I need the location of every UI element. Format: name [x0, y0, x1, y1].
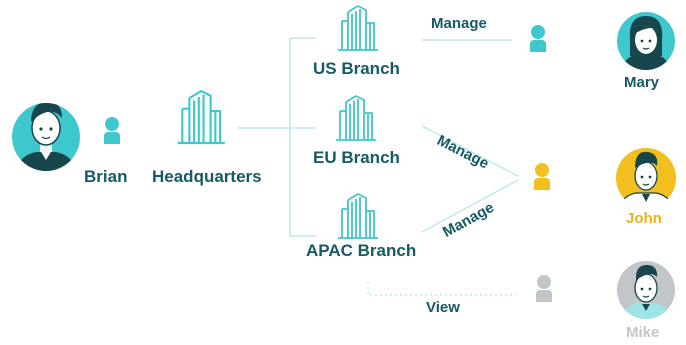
brian-label: Brian: [84, 167, 128, 186]
view-dotted-line: [367, 282, 516, 296]
eu-branch-building-icon: [335, 95, 377, 141]
eu-manage-line: [421, 125, 519, 177]
connector-lines: [238, 37, 519, 296]
headquarters-label: Headquarters: [152, 167, 262, 186]
mary-avatar: [617, 12, 675, 70]
john-avatar: [616, 148, 676, 208]
john-person-icon: [534, 163, 550, 190]
mike-avatar: [617, 261, 675, 319]
us-branch-building-icon: [337, 5, 379, 51]
apac-branch-building-icon: [337, 193, 379, 239]
apac-manage-line: [421, 179, 519, 233]
mary-label: Mary: [624, 74, 660, 91]
headquarters-building-icon: [176, 89, 226, 145]
view-label: View: [426, 299, 460, 316]
us-manage-label: Manage: [431, 15, 487, 32]
mike-label: Mike: [626, 324, 660, 341]
mike-person-icon: [536, 275, 552, 302]
eu-branch-label: EU Branch: [313, 148, 400, 167]
apac-branch-label: APAC Branch: [306, 241, 417, 260]
us-branch-label: US Branch: [313, 59, 400, 78]
brian-avatar: [12, 103, 80, 171]
brian-person-icon: [104, 117, 120, 144]
mary-person-icon: [530, 25, 546, 52]
john-label: John: [626, 210, 662, 227]
